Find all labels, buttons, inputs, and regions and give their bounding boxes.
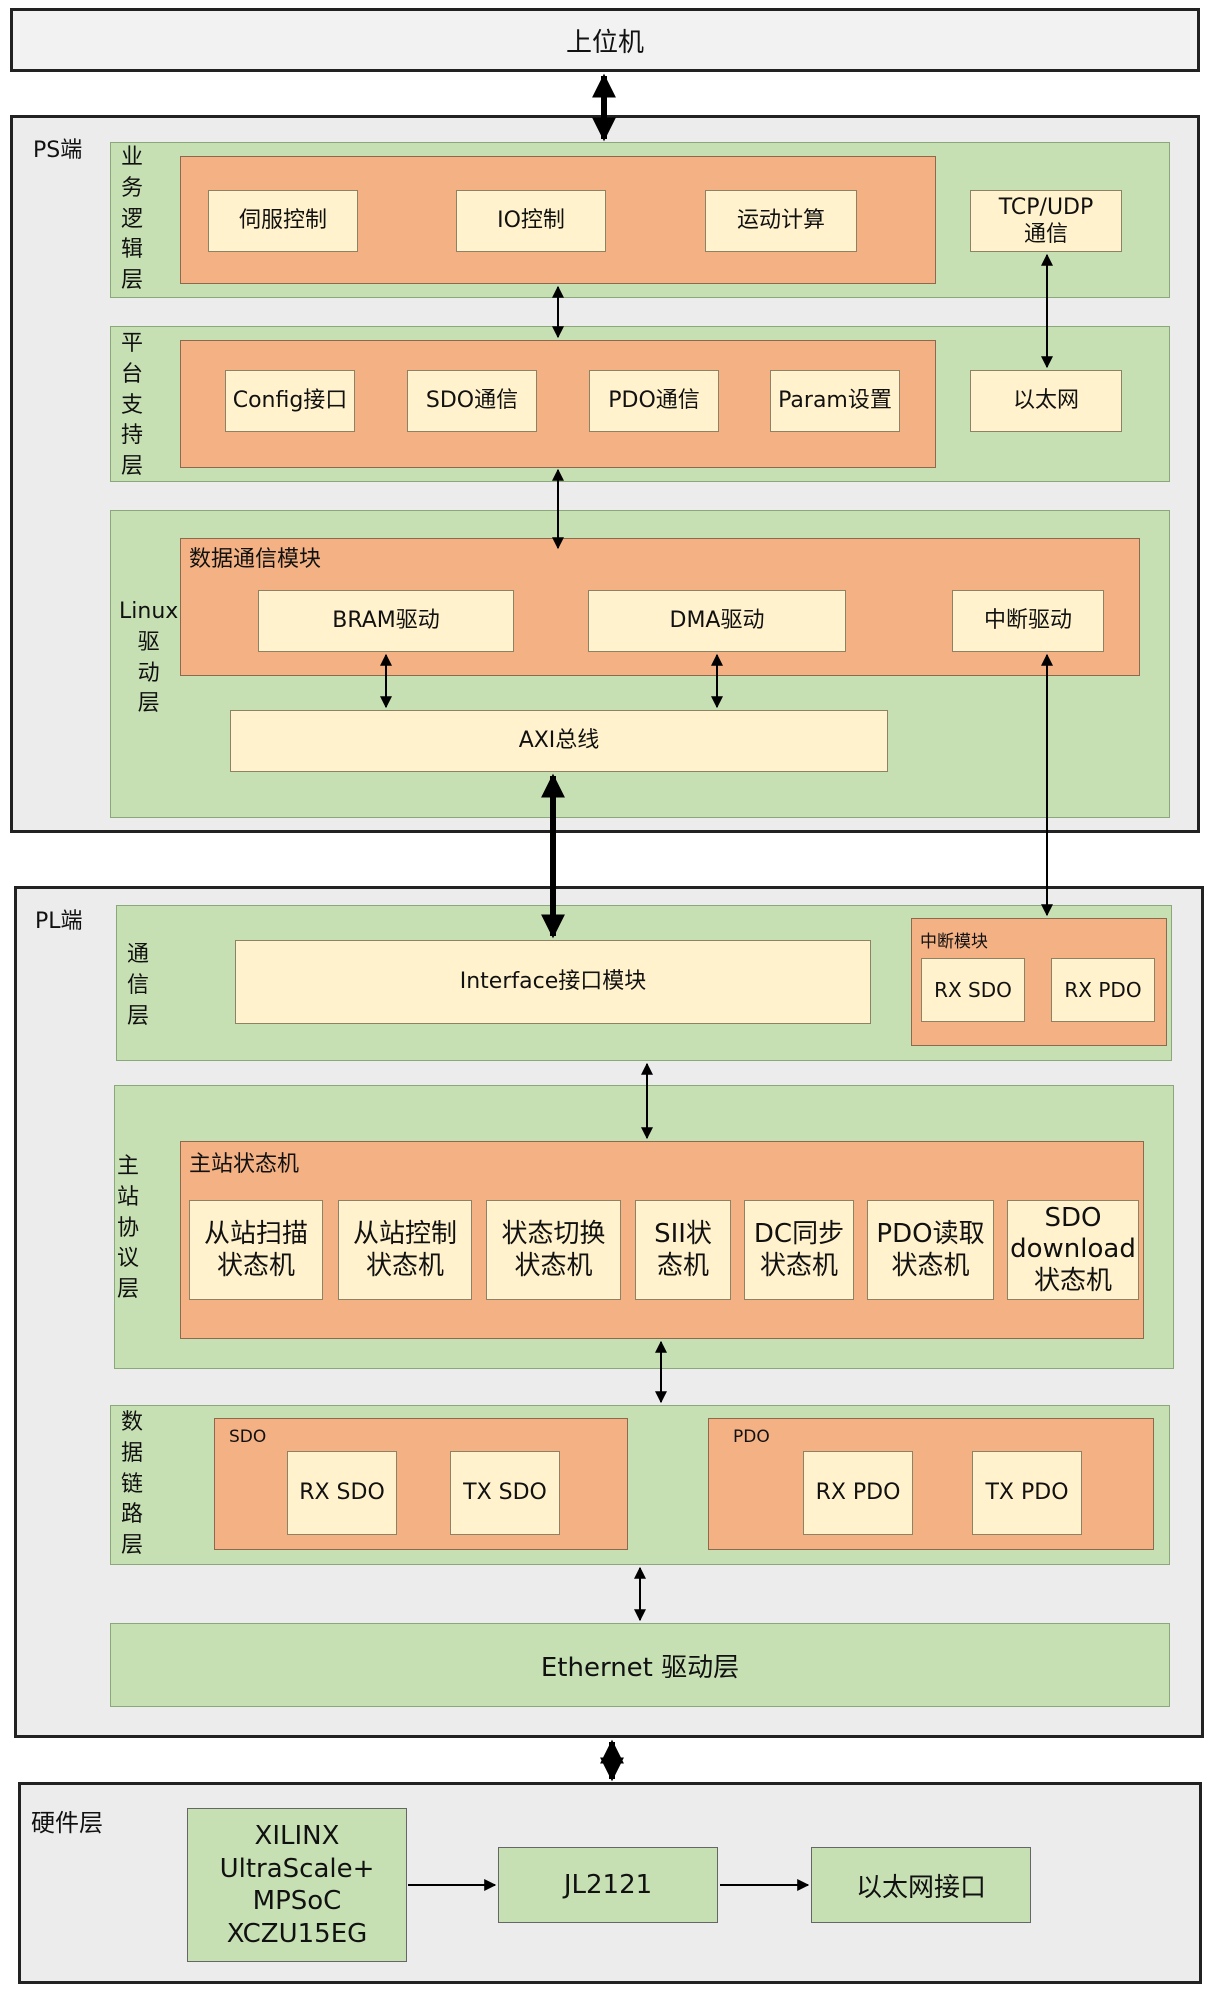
state-switch-sm-label: 状态切换 状态机 — [501, 1218, 606, 1282]
datalink-rx-sdo-label: RX SDO — [299, 1480, 385, 1506]
ethernet-port-box: 以太网接口 — [811, 1847, 1031, 1923]
datalink-tx-sdo-box: TX SDO — [450, 1451, 560, 1535]
host-computer-box: 上位机 — [10, 8, 1200, 72]
sdo-comm-label: SDO通信 — [425, 388, 519, 414]
slave-control-sm-label: 从站控制 状态机 — [352, 1218, 457, 1282]
interrupt-rx-sdo-box: RX SDO — [921, 958, 1025, 1022]
motion-calc-label: 运动计算 — [736, 208, 825, 234]
param-setting-label: Param设置 — [778, 388, 892, 414]
hardware-section-label: 硬件层 — [31, 1809, 103, 1837]
io-control-label: IO控制 — [497, 208, 565, 234]
servo-control-label: 伺服控制 — [238, 208, 327, 234]
bram-driver-box: BRAM驱动 — [258, 590, 514, 652]
ethernet-driver-layer-label: Ethernet 驱动层 — [540, 1652, 740, 1683]
sdo-download-sm-label: SDO download 状态机 — [1010, 1203, 1136, 1296]
sdo-comm-box: SDO通信 — [407, 370, 537, 432]
ethernet-driver-layer: Ethernet 驱动层 — [110, 1623, 1170, 1707]
tcp-udp-label: TCP/UDP 通信 — [998, 194, 1094, 248]
slave-scan-sm-box: 从站扫描 状态机 — [189, 1200, 323, 1300]
ps-section-label: PS端 — [33, 138, 83, 163]
axi-bus-label: AXI总线 — [518, 728, 600, 754]
config-interface-label: Config接口 — [232, 388, 348, 414]
dc-sync-sm-box: DC同步 状态机 — [744, 1200, 854, 1300]
datalink-rx-sdo-box: RX SDO — [287, 1451, 397, 1535]
interface-module-box: Interface接口模块 — [235, 940, 871, 1024]
datalink-rx-pdo-label: RX PDO — [815, 1480, 901, 1506]
business-logic-layer-label: 业 务 逻 辑 层 — [121, 145, 144, 294]
interrupt-rx-pdo-box: RX PDO — [1051, 958, 1155, 1022]
axi-bus-box: AXI总线 — [230, 710, 888, 772]
pdo-group-title: PDO — [733, 1427, 770, 1447]
param-setting-box: Param设置 — [770, 370, 900, 432]
slave-scan-sm-label: 从站扫描 状态机 — [203, 1218, 308, 1282]
platform-support-layer-label: 平 台 支 持 层 — [121, 331, 144, 480]
ethernet-box: 以太网 — [970, 370, 1122, 432]
datalink-tx-pdo-box: TX PDO — [972, 1451, 1082, 1535]
fpga-box: XILINX UltraScale+ MPSoC XCZU15EG — [187, 1808, 407, 1962]
dma-driver-box: DMA驱动 — [588, 590, 846, 652]
sdo-group-title: SDO — [229, 1427, 267, 1447]
pdo-comm-box: PDO通信 — [589, 370, 719, 432]
master-state-machine-title: 主站状态机 — [189, 1152, 300, 1177]
interrupt-driver-label: 中断驱动 — [983, 608, 1072, 634]
datalink-rx-pdo-box: RX PDO — [803, 1451, 913, 1535]
host-computer-label: 上位机 — [565, 27, 644, 58]
pdo-group: PDO — [708, 1418, 1154, 1550]
state-switch-sm-box: 状态切换 状态机 — [486, 1200, 621, 1300]
sdo-download-sm-box: SDO download 状态机 — [1007, 1200, 1139, 1300]
interface-module-label: Interface接口模块 — [459, 969, 647, 995]
ethernet-port-label: 以太网接口 — [855, 1872, 986, 1903]
linux-driver-layer-label: Linux 驱 动 层 — [119, 599, 179, 717]
interrupt-driver-box: 中断驱动 — [952, 590, 1104, 652]
phy-chip-box: JL2121 — [498, 1847, 718, 1923]
sii-sm-label: SII状 态机 — [654, 1218, 712, 1282]
interrupt-rx-pdo-label: RX PDO — [1064, 977, 1142, 1002]
interrupt-module-title: 中断模块 — [920, 932, 988, 952]
comm-layer-label: 通 信 层 — [127, 942, 150, 1029]
io-control-box: IO控制 — [456, 190, 606, 252]
sii-sm-box: SII状 态机 — [635, 1200, 731, 1300]
slave-control-sm-box: 从站控制 状态机 — [338, 1200, 472, 1300]
phy-chip-label: JL2121 — [563, 1870, 653, 1900]
dma-driver-label: DMA驱动 — [669, 608, 765, 634]
servo-control-box: 伺服控制 — [208, 190, 358, 252]
pdo-comm-label: PDO通信 — [608, 388, 700, 414]
data-comm-module-title: 数据通信模块 — [189, 547, 322, 572]
motion-calc-box: 运动计算 — [705, 190, 857, 252]
data-link-layer-label: 数 据 链 路 层 — [121, 1410, 144, 1559]
pl-section-label: PL端 — [35, 909, 83, 934]
tcp-udp-box: TCP/UDP 通信 — [970, 190, 1122, 252]
pdo-read-sm-label: PDO读取 状态机 — [876, 1218, 985, 1282]
master-protocol-layer-label: 主 站 协 议 层 — [117, 1154, 140, 1303]
sdo-group: SDO — [214, 1418, 628, 1550]
bram-driver-label: BRAM驱动 — [332, 608, 440, 634]
datalink-tx-pdo-label: TX PDO — [985, 1480, 1069, 1506]
pdo-read-sm-box: PDO读取 状态机 — [867, 1200, 994, 1300]
interrupt-rx-sdo-label: RX SDO — [934, 977, 1012, 1002]
datalink-tx-sdo-label: TX SDO — [463, 1480, 547, 1506]
fpga-label: XILINX UltraScale+ MPSoC XCZU15EG — [219, 1821, 375, 1949]
config-interface-box: Config接口 — [225, 370, 355, 432]
dc-sync-sm-label: DC同步 状态机 — [753, 1218, 845, 1282]
ethernet-label: 以太网 — [1012, 388, 1079, 414]
